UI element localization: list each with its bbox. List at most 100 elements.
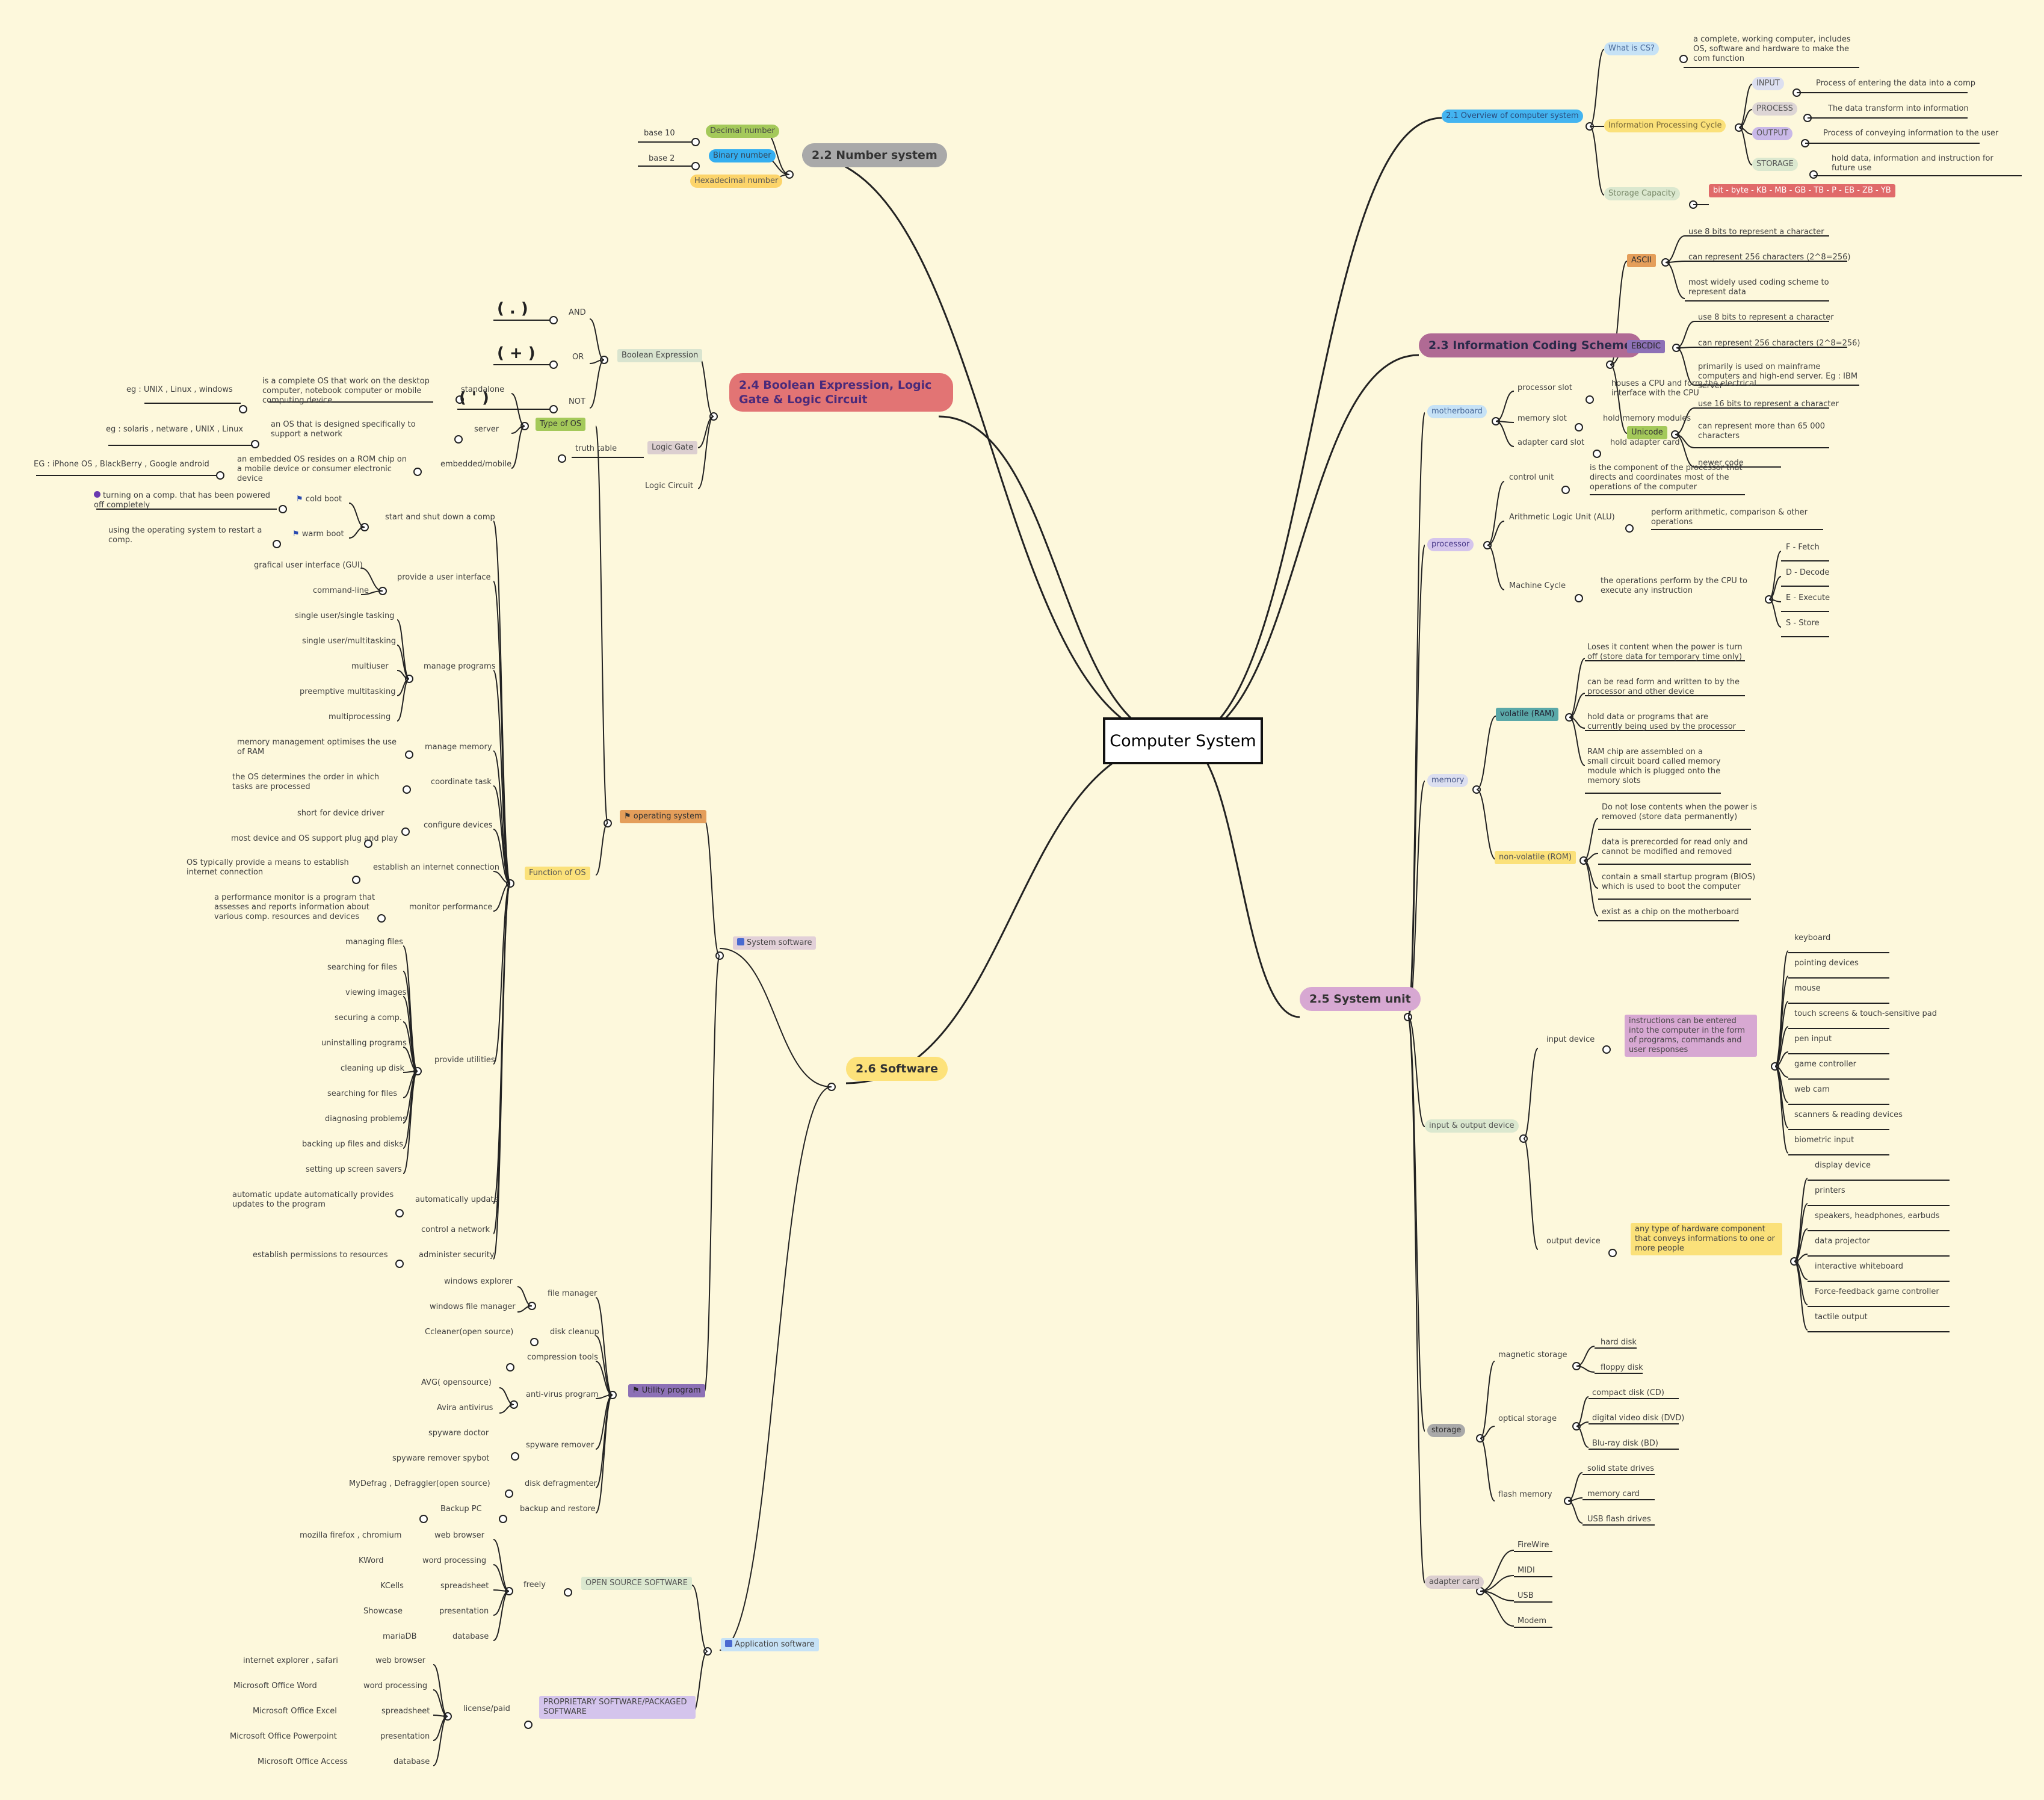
bluray: Blu-ray disk (BD) [1592,1439,1658,1448]
connector-line [1675,434,1695,468]
collapse-knob [691,162,700,170]
and-symbol: ( . ) [497,300,528,318]
io-device-node[interactable]: input & output device [1425,1119,1519,1133]
connector-line [1180,739,1300,1018]
firewire: FireWire [1518,1541,1549,1550]
embedded: embedded/mobile [440,460,512,469]
system-software-node[interactable]: System software [733,936,817,950]
connector-line [595,1335,613,1396]
rom-item-1: Do not lose contents when the power is r… [1602,803,1758,821]
storage-capacity-node[interactable]: Storage Capacity [1604,187,1680,200]
connector-line [1583,818,1599,861]
input-item-5: pen input [1794,1035,1832,1044]
output-item-1: display device [1815,1161,1871,1170]
coding-topic[interactable]: 2.3 Information Coding Scheme [1419,333,1641,357]
connector-line [493,883,511,912]
software-topic[interactable]: 2.6 Software [846,1057,948,1081]
process-step[interactable]: PROCESS [1752,102,1797,116]
adapter-slot-text: hold adapter card [1610,438,1680,447]
volatile-ram-node[interactable]: volatile (RAM) [1496,708,1559,721]
what-is-cs-node[interactable]: What is CS? [1604,42,1660,55]
ebcdic-item-1: use 8 bits to represent a character [1698,313,1834,322]
util-2: searching for files [327,963,397,972]
auto-update: automatically update [415,1195,499,1204]
connector-line [595,1394,613,1488]
ascii-node[interactable]: ASCII [1627,254,1656,267]
logic-gate-node[interactable]: Logic Gate [647,441,698,454]
connector-line [1665,262,1685,299]
connector-line [691,1585,708,1652]
prop-cat-2: word processing [363,1681,428,1690]
ram-item-2: can be read form and written to by the p… [1587,678,1740,696]
collapse-knob [239,405,247,413]
system-unit-topic[interactable]: 2.5 System unit [1300,987,1421,1011]
motherboard-node[interactable]: motherboard [1427,405,1487,418]
boolean-topic[interactable]: 2.4 Boolean Expression, Logic Gate & Log… [729,373,953,412]
ebcdic-node[interactable]: EBCDIC [1627,340,1665,353]
storage-step[interactable]: STORAGE [1752,158,1798,171]
connector-line [1180,354,1419,741]
storage-node[interactable]: storage [1427,1424,1466,1437]
fm-item-2: windows file manager [430,1302,516,1311]
proprietary-node[interactable]: PROPRIETARY SOFTWARE/PACKAGED SOFTWARE [539,1696,696,1719]
spyware-remover: spyware remover [526,1441,594,1450]
logic-circuit-node[interactable]: Logic Circuit [645,481,693,490]
application-software-node[interactable]: Application software [721,1638,819,1651]
output-step[interactable]: OUTPUT [1752,127,1792,140]
output-item-3: speakers, headphones, earbuds [1815,1211,1940,1220]
flag-icon: ⚑ [296,495,306,504]
input-step[interactable]: INPUT [1752,77,1784,90]
connector-line [493,1564,510,1592]
control-unit-text: is the component of the processor that d… [1590,463,1743,492]
nonvolatile-rom-node[interactable]: non-volatile (ROM) [1495,851,1576,864]
application-software-label: Application software [735,1640,815,1649]
number-system-topic[interactable]: 2.2 Number system [802,143,947,167]
decimal-number-node[interactable]: Decimal number [706,125,779,138]
ebcdic-item-3: primarily is used on mainframe computers… [1698,362,1858,391]
open-source-node[interactable]: OPEN SOURCE SOFTWARE [581,1577,692,1590]
utility-program-node[interactable]: ⚑ Utility program [628,1384,705,1397]
input-item-7: web cam [1794,1085,1830,1094]
collapse-knob [454,435,463,444]
memory-node[interactable]: memory [1427,774,1469,787]
connector-line [1407,412,1425,1018]
connector-line [1665,261,1685,263]
boolean-expression-node[interactable]: Boolean Expression [617,349,703,362]
coordinate-task: coordinate task [431,778,492,787]
info-cycle-node[interactable]: Information Processing Cycle [1604,119,1726,132]
binary-number-node[interactable]: Binary number [709,149,776,162]
cold-boot-label: cold boot [305,495,342,504]
connector-line [511,393,525,427]
processor-node[interactable]: processor [1427,538,1474,551]
open-app-1: mozilla firefox , chromium [300,1531,402,1540]
overview-topic[interactable]: 2.1 Overview of computer system [1442,110,1583,123]
disk-defragmenter: disk defragmenter [525,1479,597,1488]
operating-system-node[interactable]: ⚑ operating system [620,810,706,823]
connector-line [433,1689,448,1717]
connector-line [493,829,511,884]
util-5: uninstalling programs [321,1039,407,1048]
function-of-os-node[interactable]: Function of OS [525,867,590,880]
monitor-performance: monitor performance [409,903,493,912]
hex-number-node[interactable]: Hexadecimal number [690,175,783,188]
open-mode: freely [523,1580,546,1589]
ascii-item-3: most widely used coding scheme to repres… [1688,278,1829,297]
collapse-knob [251,440,259,448]
type-of-os-node[interactable]: Type of OS [536,418,586,431]
connector-line [493,1591,510,1616]
connector-line [1476,789,1496,860]
connector-line [1774,1066,1789,1154]
flash-memory: flash memory [1498,1490,1552,1499]
av-item-1: AVG( opensource) [421,1378,492,1387]
connector-line [517,1305,533,1313]
collapse-knob [216,471,224,480]
connector-line [1794,1203,1808,1262]
adapter-card-node[interactable]: adapter card [1425,1576,1484,1589]
collapse-knob [1625,524,1634,533]
central-topic[interactable]: Computer System [1103,717,1263,764]
app-icon [725,1640,732,1647]
decimal-note: base 10 [644,129,675,138]
collapse-knob [1602,1045,1611,1054]
unicode-node[interactable]: Unicode [1627,426,1667,439]
connector-line [1495,421,1514,447]
